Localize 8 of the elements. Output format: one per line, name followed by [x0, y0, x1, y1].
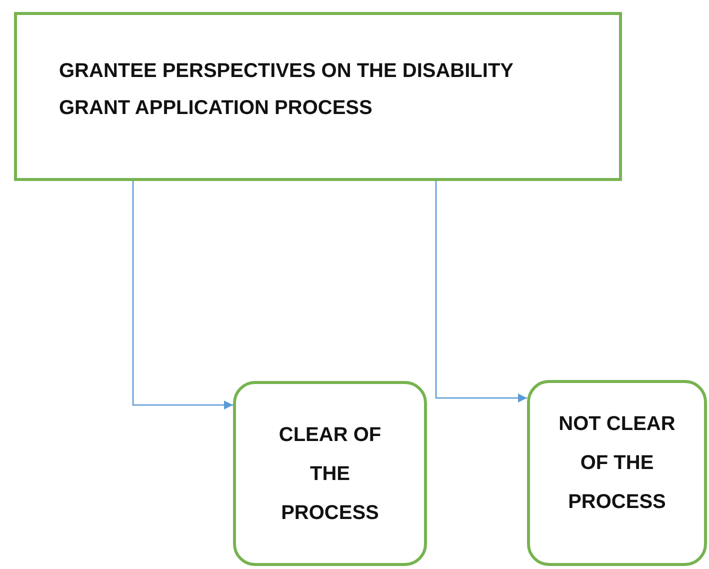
connector-arrow — [132, 181, 233, 410]
title-box — [14, 12, 622, 181]
box-label: NOT CLEAR OF THE PROCESS — [558, 412, 676, 515]
outcome-box — [233, 381, 427, 566]
outcome-box — [527, 380, 707, 566]
connector-arrow — [435, 181, 527, 402]
box-label: GRANTEE PERSPECTIVES ON THE DISABILITY GRANT APPLICATION PROCESS — [59, 59, 514, 121]
box-label: CLEAR OF THE PROCESS — [278, 423, 382, 526]
